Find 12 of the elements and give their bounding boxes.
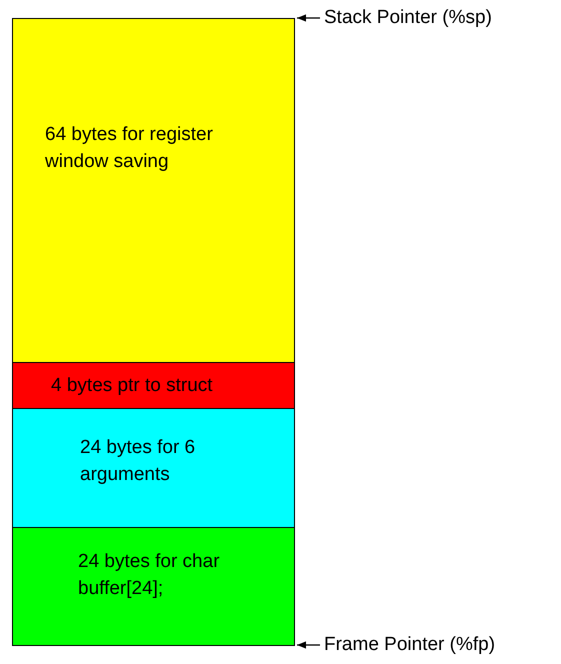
stack-region <box>12 408 295 528</box>
stack-region <box>12 527 295 646</box>
arrow <box>297 641 320 649</box>
stack-region <box>12 18 295 363</box>
region-label: 24 bytes for char buffer[24]; <box>78 550 220 601</box>
pointer-label: Stack Pointer (%sp) <box>324 7 492 29</box>
region-label: 24 bytes for 6 arguments <box>80 436 196 487</box>
arrow <box>297 14 320 22</box>
pointer-label: Frame Pointer (%fp) <box>324 634 496 656</box>
stack-region <box>12 362 295 409</box>
region-label: 64 bytes for register window saving <box>45 123 214 174</box>
region-label: 4 bytes ptr to struct <box>51 374 214 398</box>
